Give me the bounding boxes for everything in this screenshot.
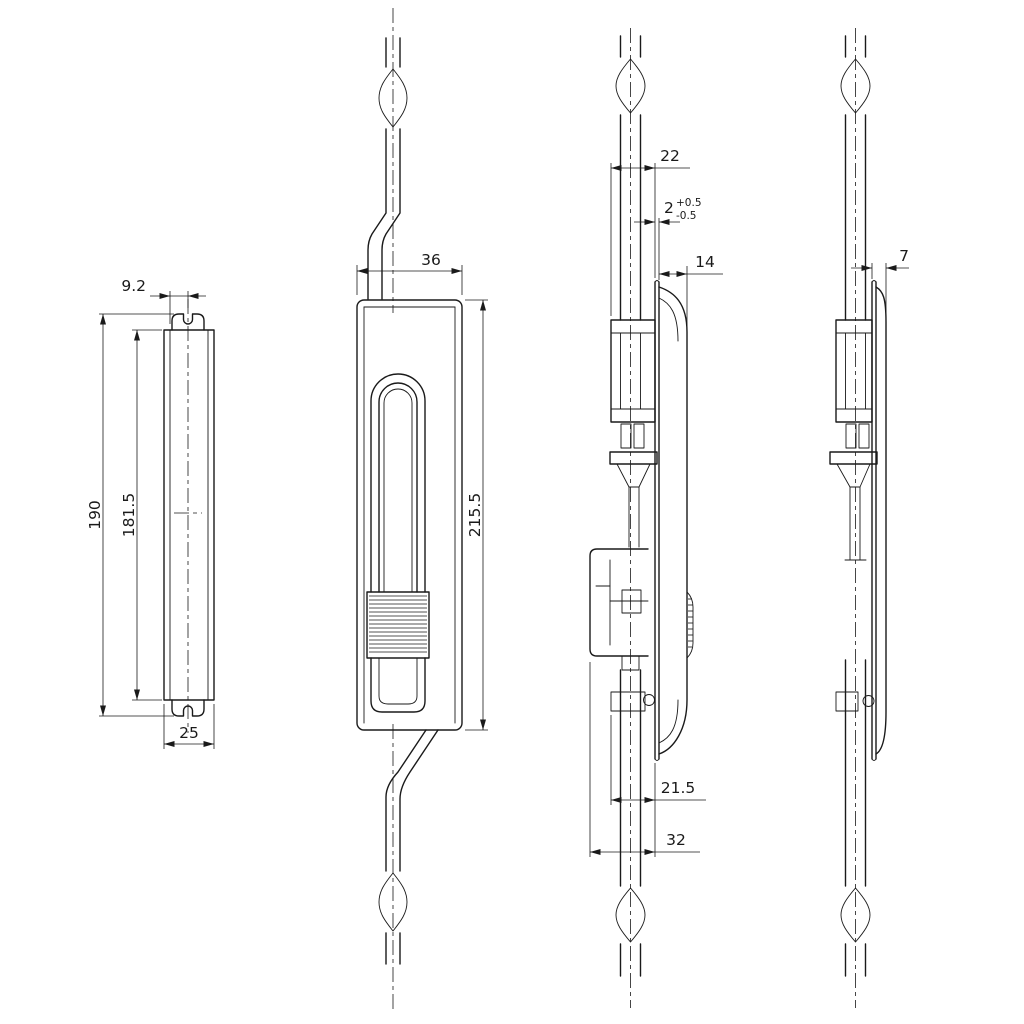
dimension-height-body: 181.5 xyxy=(120,329,162,701)
mounting-plate-edge xyxy=(654,280,660,761)
guide-outline xyxy=(835,319,873,423)
grip-bump-outline xyxy=(686,591,694,659)
handle-outer xyxy=(378,382,418,593)
latch-body xyxy=(356,299,463,731)
dim-label-case-depth: 32 xyxy=(666,831,686,849)
plate-bottom-tab xyxy=(171,699,205,717)
dim-label-thickness: 7 xyxy=(899,247,909,265)
handle-slot-lower xyxy=(370,657,426,713)
dimension-lower-depth: 21.5 xyxy=(610,715,706,857)
rod-top xyxy=(367,37,408,300)
dimension-cover-depth: 14 xyxy=(659,253,723,328)
body-outline xyxy=(356,299,463,731)
case-bolt xyxy=(621,589,642,614)
mounting-plate-edge xyxy=(871,280,877,761)
pin-detail xyxy=(633,423,645,449)
web-line xyxy=(616,463,630,488)
rod-crank-edge xyxy=(399,729,439,872)
dim-label-panel-nominal: 2 xyxy=(664,199,674,217)
handle-inner xyxy=(383,388,413,593)
web-line xyxy=(859,463,871,488)
cover-inner xyxy=(658,699,679,744)
rod-break-symbol xyxy=(840,58,871,114)
view-latch-profile: 7 xyxy=(829,28,909,1008)
cover-outer xyxy=(658,286,688,755)
rod-crank-edge xyxy=(381,128,401,300)
dim-label-tol-minus: -0.5 xyxy=(676,210,697,222)
cover-profile xyxy=(658,286,694,755)
dimension-body-height: 215.5 xyxy=(465,299,488,731)
rod-break-symbol xyxy=(840,887,871,943)
dim-label-body-height: 215.5 xyxy=(466,493,484,537)
dimension-panel-thickness: 2 +0.5 -0.5 xyxy=(634,197,702,280)
web-line xyxy=(836,463,851,488)
case-outline xyxy=(589,548,649,657)
plate-cap xyxy=(871,280,877,283)
view-latch-front: 36 215.5 xyxy=(356,8,488,1012)
cover-outer xyxy=(875,286,887,755)
dim-label-flange-offset: 9.2 xyxy=(121,277,146,295)
rod-crank-edge xyxy=(385,729,427,872)
guide-outline xyxy=(610,319,656,423)
pin-detail xyxy=(845,423,857,449)
dimension-thickness: 7 xyxy=(851,247,909,318)
dimension-flange-offset: 9.2 xyxy=(121,277,206,324)
rod-bottom xyxy=(378,729,439,965)
plate-cap xyxy=(654,280,660,283)
dimension-block-depth: 22 xyxy=(610,147,690,316)
rod-break-symbol xyxy=(615,887,646,943)
handle-slot xyxy=(370,373,426,593)
grip-side-bump xyxy=(686,591,694,659)
dimension-plate-width: 25 xyxy=(163,704,215,749)
dim-label-body-width: 36 xyxy=(421,251,441,269)
pin-detail xyxy=(858,423,870,449)
plate-top-tab xyxy=(171,313,205,331)
handle-lower-inner xyxy=(378,657,418,705)
pin-detail xyxy=(620,423,632,449)
handle-group xyxy=(366,373,430,713)
web-line xyxy=(638,463,651,488)
pivot-bracket xyxy=(829,451,878,561)
dim-label-height-overall: 190 xyxy=(86,500,104,530)
plate-outline xyxy=(163,329,215,701)
view-latch-side: 22 2 +0.5 -0.5 14 21.5 32 xyxy=(589,28,723,1008)
rivet-circle xyxy=(643,694,655,706)
rod-top xyxy=(840,35,871,321)
grip-outline xyxy=(366,591,430,659)
dim-label-block-depth: 22 xyxy=(660,147,680,165)
flange xyxy=(829,451,878,465)
plate-cap xyxy=(871,758,877,761)
dimension-body-width: 36 xyxy=(356,251,463,295)
plate-cap xyxy=(654,758,660,761)
bottom-bracket xyxy=(610,691,646,712)
bottom-bracket xyxy=(835,691,859,712)
pivot-bracket xyxy=(609,451,658,548)
dim-label-lower-depth: 21.5 xyxy=(661,779,696,797)
guide-block xyxy=(835,319,873,449)
rod-break-symbol xyxy=(615,58,646,114)
dimension-height-overall: 190 xyxy=(86,313,174,717)
rod-break-symbol xyxy=(378,872,408,932)
rod-crank-edge xyxy=(367,128,387,300)
rod-break-symbol xyxy=(378,68,408,128)
dim-label-height-body: 181.5 xyxy=(120,493,138,537)
view-plate-front: 9.2 190 181.5 25 xyxy=(86,277,215,749)
flange xyxy=(609,451,658,465)
lock-case xyxy=(589,548,649,671)
plate-outline-group xyxy=(163,313,215,717)
dim-label-tol-plus: +0.5 xyxy=(676,197,702,209)
dim-label-plate-width: 25 xyxy=(179,724,199,742)
cover-inner xyxy=(658,297,679,342)
rod-top xyxy=(615,35,646,321)
rod-bottom xyxy=(840,659,871,977)
dim-label-cover-depth: 14 xyxy=(695,253,715,271)
dimension-case-depth: 32 xyxy=(589,662,700,857)
guide-block xyxy=(610,319,656,449)
rivet-circle xyxy=(862,695,875,707)
grip-ribbed-area xyxy=(366,591,430,659)
rod-connector xyxy=(621,655,640,671)
